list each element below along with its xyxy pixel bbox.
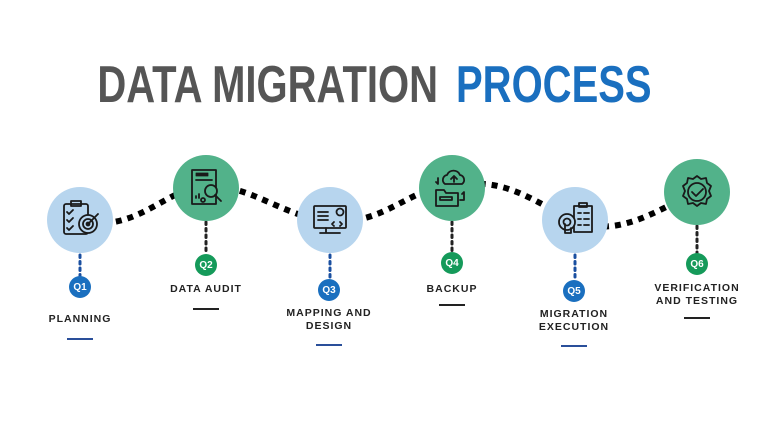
step6-underline [684, 317, 710, 319]
step5-badge: Q5 [563, 280, 585, 302]
step4-underline [439, 304, 465, 306]
monitor-code-icon [313, 205, 347, 234]
step1-label: PLANNING [49, 313, 112, 326]
step1-badge: Q1 [69, 276, 91, 298]
cloud-folder-icon [435, 169, 465, 207]
step4-label: BACKUP [427, 283, 478, 296]
step1-label-line1: PLANNING [48, 313, 112, 325]
step6-badge: Q6 [686, 253, 708, 275]
step2-label-line1: DATA AUDIT [170, 283, 242, 295]
step6-label-line2: AND TESTING [655, 295, 739, 307]
stems [78, 220, 699, 282]
step6-label-line1: VERIFICATION [654, 282, 740, 294]
title-part2: PROCESS [456, 56, 652, 114]
step6-circle [664, 159, 730, 225]
step3-circle [297, 187, 363, 253]
gear-checklist-icon [558, 202, 593, 234]
step4-label-line1: BACKUP [426, 283, 478, 295]
step5-label: MIGRATION EXECUTION [539, 308, 609, 334]
verified-badge-icon [682, 175, 712, 207]
clipboard-target-icon [63, 200, 99, 235]
step3-badge: Q3 [318, 279, 340, 301]
audit-document-icon [191, 169, 222, 205]
step3-underline [316, 344, 342, 346]
step3-label: MAPPING AND DESIGN [286, 307, 371, 333]
step5-underline [561, 345, 587, 347]
step1-underline [67, 338, 93, 340]
step4-circle [419, 155, 485, 221]
dotted-wave-connector [79, 180, 699, 230]
title-part1: DATA MIGRATION [97, 56, 438, 114]
step5-label-line1: MIGRATION [539, 308, 609, 320]
step2-underline [193, 308, 219, 310]
step2-badge: Q2 [195, 254, 217, 276]
step4-badge: Q4 [441, 252, 463, 274]
step2-label: DATA AUDIT [170, 283, 242, 296]
step3-label-line1: MAPPING AND [286, 307, 372, 319]
step6-label: VERIFICATION AND TESTING [654, 282, 739, 308]
step3-label-line2: DESIGN [305, 320, 353, 332]
step5-label-line2: EXECUTION [538, 321, 610, 333]
